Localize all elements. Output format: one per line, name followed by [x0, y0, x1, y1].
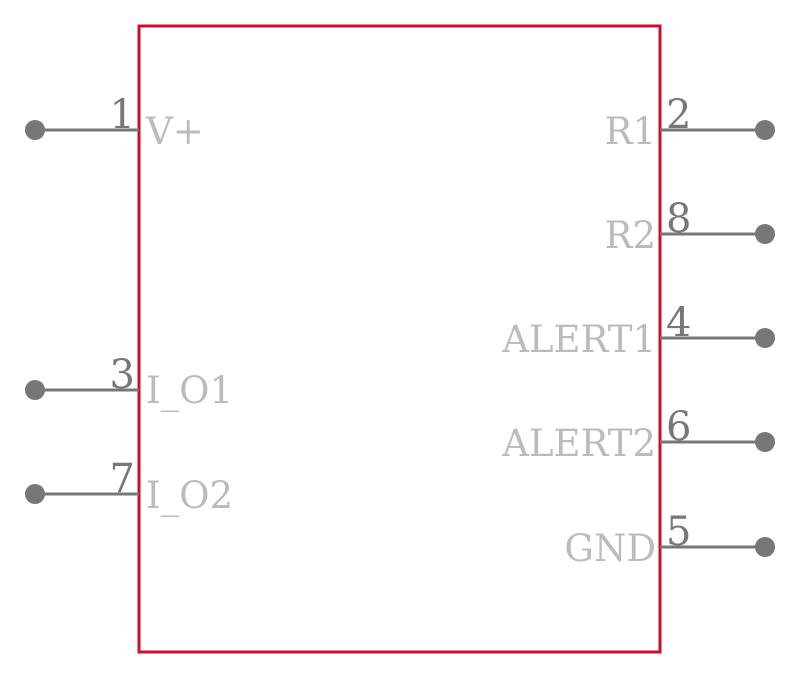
pin-2: 2 R1 [605, 92, 775, 153]
pin-3: 3 I_O1 [25, 352, 233, 413]
pin-2-endpoint[interactable] [755, 120, 775, 140]
pin-4-endpoint[interactable] [755, 328, 775, 348]
pin-4: 4 ALERT1 [501, 300, 775, 361]
pin-6: 6 ALERT2 [501, 404, 775, 465]
pin-1-name: V+ [145, 110, 204, 153]
pin-4-name: ALERT1 [501, 318, 656, 361]
pin-8-endpoint[interactable] [755, 224, 775, 244]
pin-8: 8 R2 [605, 196, 775, 257]
pin-2-number: 2 [666, 92, 691, 138]
pin-8-name: R2 [605, 214, 656, 257]
pin-6-number: 6 [666, 404, 691, 450]
pin-6-name: ALERT2 [501, 422, 656, 465]
pin-1: 1 V+ [25, 92, 204, 153]
pin-5-name: GND [564, 527, 656, 570]
pin-5: 5 GND [564, 509, 775, 570]
pin-7-endpoint[interactable] [25, 484, 45, 504]
pin-3-endpoint[interactable] [25, 380, 45, 400]
pin-7-name: I_O2 [146, 474, 233, 518]
pin-8-number: 8 [666, 196, 691, 242]
pin-7: 7 I_O2 [25, 456, 233, 518]
pin-7-number: 7 [110, 456, 135, 502]
pin-1-endpoint[interactable] [25, 120, 45, 140]
pin-5-endpoint[interactable] [755, 537, 775, 557]
pin-1-number: 1 [110, 92, 135, 138]
pin-3-number: 3 [110, 352, 135, 398]
pin-2-name: R1 [605, 110, 656, 153]
pin-4-number: 4 [666, 300, 691, 346]
pin-6-endpoint[interactable] [755, 432, 775, 452]
pin-5-number: 5 [666, 509, 691, 555]
pin-3-name: I_O1 [146, 369, 233, 413]
